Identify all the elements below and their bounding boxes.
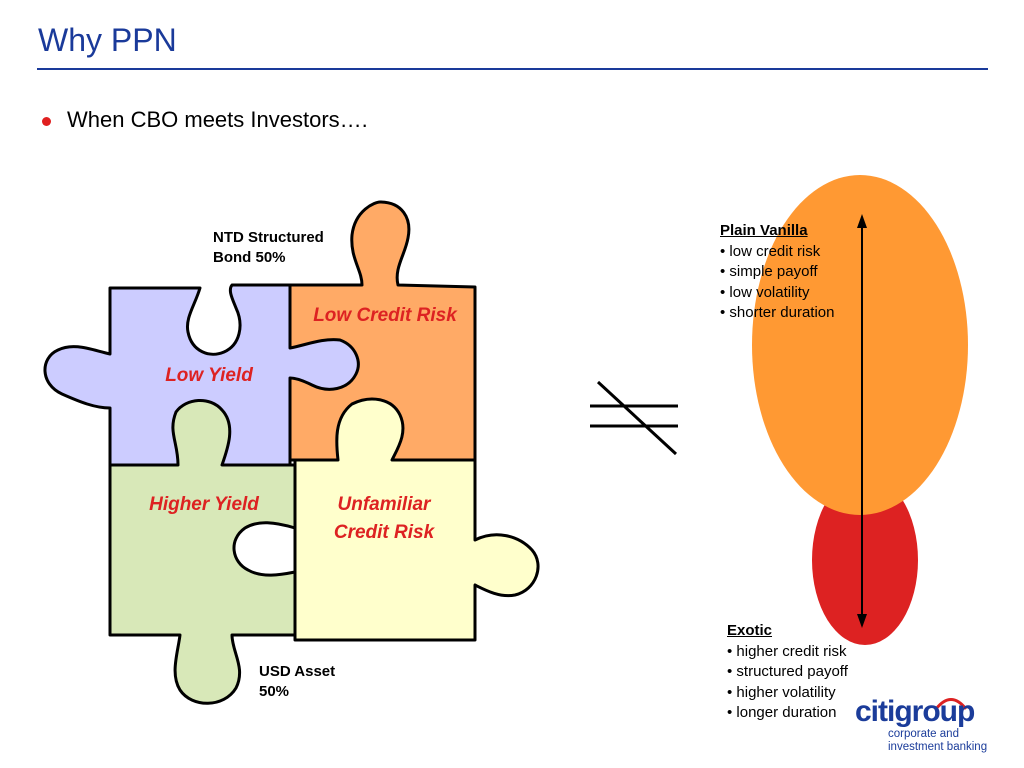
bullet-item: When CBO meets Investors…. [42, 107, 368, 133]
puzzle-piece-unfamiliar-credit-risk [293, 397, 540, 642]
plain-vanilla-item: • low volatility [720, 283, 810, 301]
logo-subtitle-line2: investment banking [888, 741, 988, 753]
exotic-item: • higher volatility [727, 683, 836, 701]
exotic-item: • higher credit risk [727, 642, 847, 660]
usd-asset-label: USD Asset 50% [259, 662, 335, 702]
ntd-bond-label-line1: NTD Structured [213, 229, 324, 246]
spectrum-arrow-up [857, 214, 867, 228]
puzzle-piece-low-yield [43, 283, 360, 467]
citigroup-logo: citigroup corporate and investment banki… [855, 696, 995, 754]
label-higher-yield: Higher Yield [149, 494, 259, 515]
puzzle-piece-low-credit-risk [288, 200, 477, 462]
label-unfamiliar: Unfamiliar [338, 494, 433, 515]
exotic-item: • structured payoff [727, 663, 848, 680]
plain-vanilla-list: Plain Vanilla • low credit risk • simple… [720, 221, 834, 324]
plain-vanilla-item: • simple payoff [720, 263, 818, 280]
logo-wordmark: citigroup [855, 695, 975, 728]
plain-vanilla-heading: Plain Vanilla [720, 222, 808, 239]
not-equal-slash [596, 380, 678, 456]
exotic-list: Exotic • higher credit risk • structured… [727, 621, 848, 724]
plain-vanilla-item: • low credit risk [720, 242, 821, 260]
label-low-credit-risk: Low Credit Risk [313, 305, 458, 326]
label-low-yield: Low Yield [165, 365, 253, 386]
exotic-oval [812, 475, 918, 645]
exotic-heading: Exotic [727, 622, 773, 639]
slide-title: Why PPN [38, 22, 177, 58]
exotic-item: • longer duration [727, 704, 837, 721]
usd-asset-label-line1: USD Asset [259, 663, 336, 680]
puzzle-piece-higher-yield [108, 399, 297, 705]
spectrum-arrow-down [857, 614, 867, 628]
title-divider [37, 68, 988, 70]
bullet-text: When CBO meets Investors…. [67, 107, 368, 132]
usd-asset-label-line2: 50% [259, 683, 290, 700]
bullet-icon [42, 116, 51, 126]
plain-vanilla-oval [752, 175, 968, 515]
ntd-bond-label: NTD Structured Bond 50% [213, 228, 324, 268]
ntd-bond-label-line2: Bond 50% [213, 249, 286, 266]
umbrella-icon [934, 698, 968, 710]
label-credit-risk: Credit Risk [334, 522, 436, 543]
plain-vanilla-item: • shorter duration [720, 304, 835, 321]
logo-subtitle-line1: corporate and [888, 728, 959, 740]
